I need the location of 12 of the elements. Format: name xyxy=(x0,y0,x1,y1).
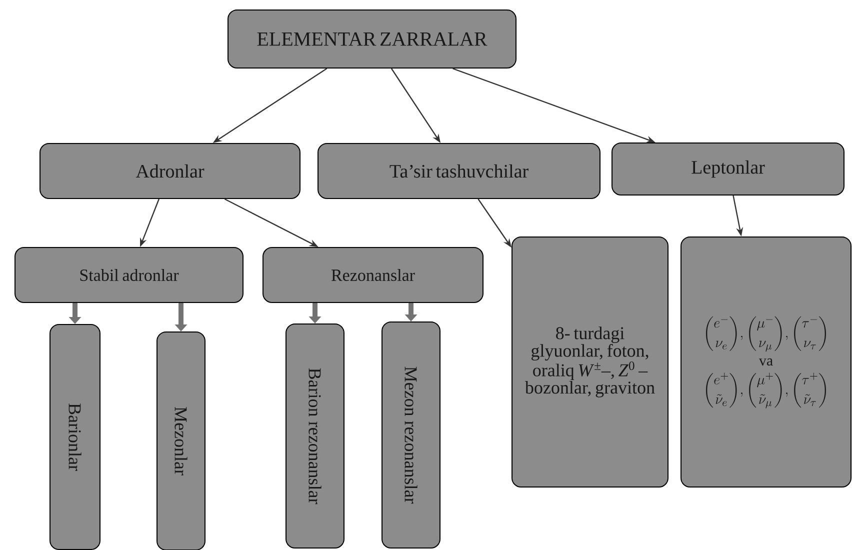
category-box: Stabil adronlar xyxy=(14,247,244,303)
description-box: 8- turdagi glyuonlar, foton, oraliq W$^{±}$–, Z$^{0}$ – bozonlar, graviton xyxy=(512,236,668,488)
title-box: ELEMENTAR ZARRALAR xyxy=(228,10,516,68)
formula-box: $\binom{e^-}{\nu_e},\binom{\mu^-}{\nu_\mu},\binom{\tau^-}{\nu_\tau}$ va $\binom{e^+}{\tilde\nu_e},\binom{\mu^+}{\tilde\nu_\mu},\binom{\tau^+}{\tilde\nu_\tau}$ xyxy=(680,236,852,488)
vertical-box: Barion rezonanslar xyxy=(286,324,344,548)
vertical-box: Barionlar xyxy=(50,324,100,550)
vertical-box: Mezonlar xyxy=(156,332,206,550)
category-box: Adronlar xyxy=(40,143,300,199)
category-box: Rezonanslar xyxy=(262,247,484,303)
category-box: Ta’sir tashuvchilar xyxy=(318,143,600,199)
category-box: Leptonlar xyxy=(612,142,844,196)
vertical-box: Mezon rezonanslar xyxy=(382,322,440,548)
